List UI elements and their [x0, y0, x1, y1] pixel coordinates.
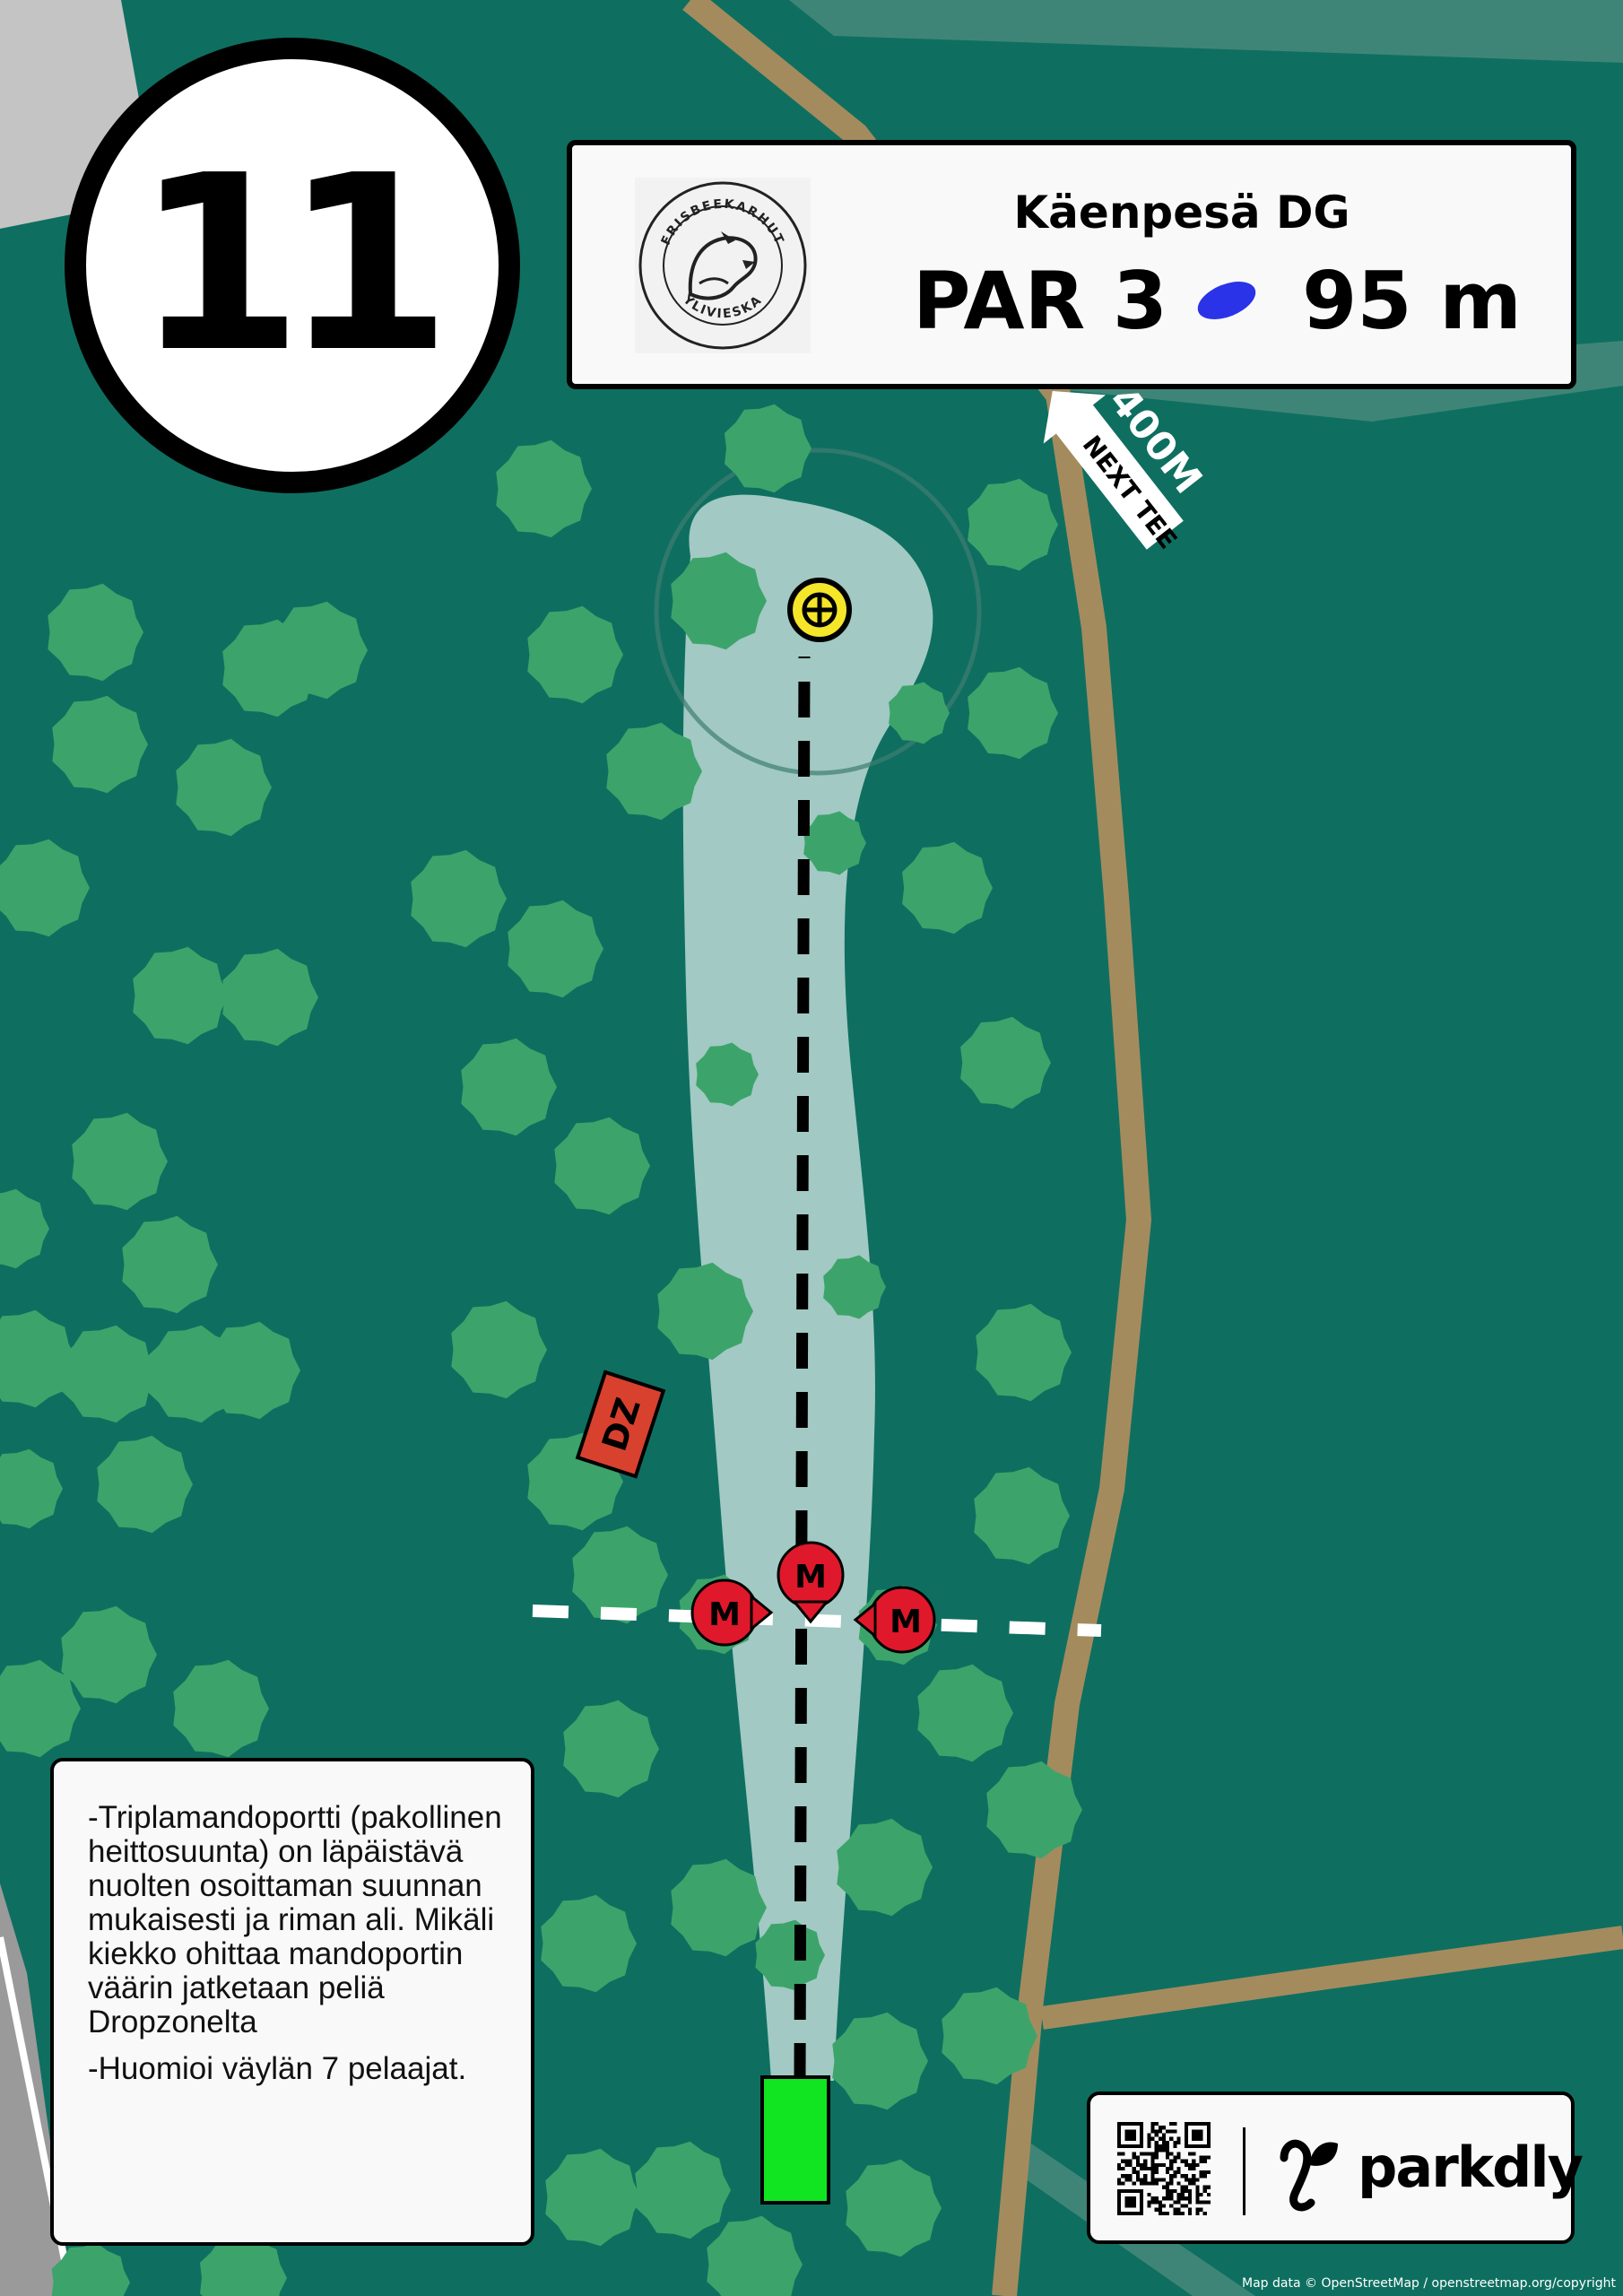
tree: [671, 552, 767, 650]
tree: [272, 601, 368, 700]
tree: [707, 2215, 803, 2296]
tree: [48, 583, 143, 682]
tree: [837, 1818, 933, 1917]
tree: [72, 1112, 168, 1211]
faint-road-top: [789, 0, 1623, 63]
tree: [917, 1664, 1013, 1762]
disc-icon: [1197, 282, 1256, 319]
tree: [61, 1325, 157, 1423]
basket-icon: [787, 578, 852, 642]
tree: [572, 1526, 668, 1624]
parkdly-logo-icon: [1280, 2139, 1338, 2212]
parkdly-panel[interactable]: parkdly: [1087, 2092, 1584, 2244]
mando-icon: M: [777, 1541, 845, 1624]
walking-path-branch: [1040, 1926, 1623, 2030]
tree: [942, 1987, 1037, 2085]
tree: [176, 738, 272, 837]
tree: [496, 439, 592, 538]
tree: [635, 2141, 731, 2239]
tree: [606, 722, 702, 821]
tree: [461, 1038, 557, 1136]
tree: [508, 900, 603, 998]
tree: [803, 811, 866, 875]
tree: [222, 948, 318, 1047]
tree: [968, 666, 1058, 760]
mando-icon: M: [690, 1578, 774, 1647]
hole-number-badge: 11: [65, 38, 520, 493]
tree: [554, 1117, 650, 1215]
tee-pad-icon: [760, 2075, 830, 2205]
mando-line: [532, 1605, 1102, 1637]
tree: [889, 682, 950, 744]
tree: [725, 404, 812, 493]
par-value: PAR 3: [913, 254, 1168, 347]
dropzone-icon: DZ: [575, 1370, 666, 1479]
tree: [204, 1321, 300, 1420]
tree: [0, 1309, 76, 1408]
tree: [541, 1894, 637, 1993]
throw-line: [794, 656, 811, 2080]
par-distance-row: PAR 3 95 m: [913, 251, 1541, 350]
tree: [902, 841, 993, 935]
tree: [755, 1919, 825, 1991]
course-name: Käenpesä DG: [1013, 187, 1350, 239]
brand-name: parkdly: [1358, 2135, 1584, 2200]
tree: [823, 1255, 886, 1319]
tree: [0, 1448, 63, 1529]
tree: [122, 1215, 218, 1314]
tree: [411, 849, 507, 948]
tree: [173, 1659, 269, 1758]
rule-note-mando: -Triplamandoportti (pakollinen heittosuu…: [88, 1800, 502, 2039]
tree: [832, 2012, 928, 2110]
tree: [986, 1761, 1082, 1859]
tree: [0, 1659, 81, 1758]
tree: [671, 1858, 767, 1957]
tree: [846, 2159, 942, 2257]
rules-note-panel: -Triplamandoportti (pakollinen heittosuu…: [50, 1758, 534, 2246]
tree: [968, 478, 1058, 571]
tree: [451, 1300, 547, 1399]
mando-label-right: M: [890, 1604, 922, 1640]
tree: [527, 605, 623, 704]
map-attribution[interactable]: Map data © OpenStreetMap / openstreetmap…: [1242, 2276, 1616, 2291]
hole-number: 11: [135, 122, 452, 405]
club-logo: FRISBEEKARHUT YLIVIESKA: [635, 178, 811, 353]
tree: [133, 946, 229, 1045]
tree: [696, 1042, 759, 1107]
tree: [51, 2242, 130, 2296]
tree: [657, 1262, 753, 1361]
tree: [52, 695, 148, 794]
tree: [0, 839, 90, 937]
mando-label-center: M: [794, 1559, 827, 1596]
mando-icon: M: [853, 1586, 936, 1654]
qr-code-icon[interactable]: [1117, 2122, 1211, 2215]
tree: [563, 1700, 659, 1798]
rule-note-caution: -Huomioi väylän 7 pelaajat.: [88, 2051, 467, 2086]
tree: [97, 1435, 193, 1534]
tree: [0, 1188, 49, 1269]
tree: [200, 2233, 287, 2296]
circle-one: [654, 448, 982, 776]
tree: [545, 2148, 641, 2247]
panel-divider: [1243, 2127, 1245, 2215]
tree: [976, 1303, 1072, 1402]
tree: [960, 1016, 1051, 1109]
tree: [974, 1466, 1070, 1565]
mando-label-left: M: [708, 1596, 741, 1633]
hole-distance: 95 m: [1302, 254, 1522, 347]
hole-info-panel: FRISBEEKARHUT YLIVIESKA Käenpesä DG PAR …: [567, 140, 1576, 389]
tree: [61, 1605, 157, 1704]
